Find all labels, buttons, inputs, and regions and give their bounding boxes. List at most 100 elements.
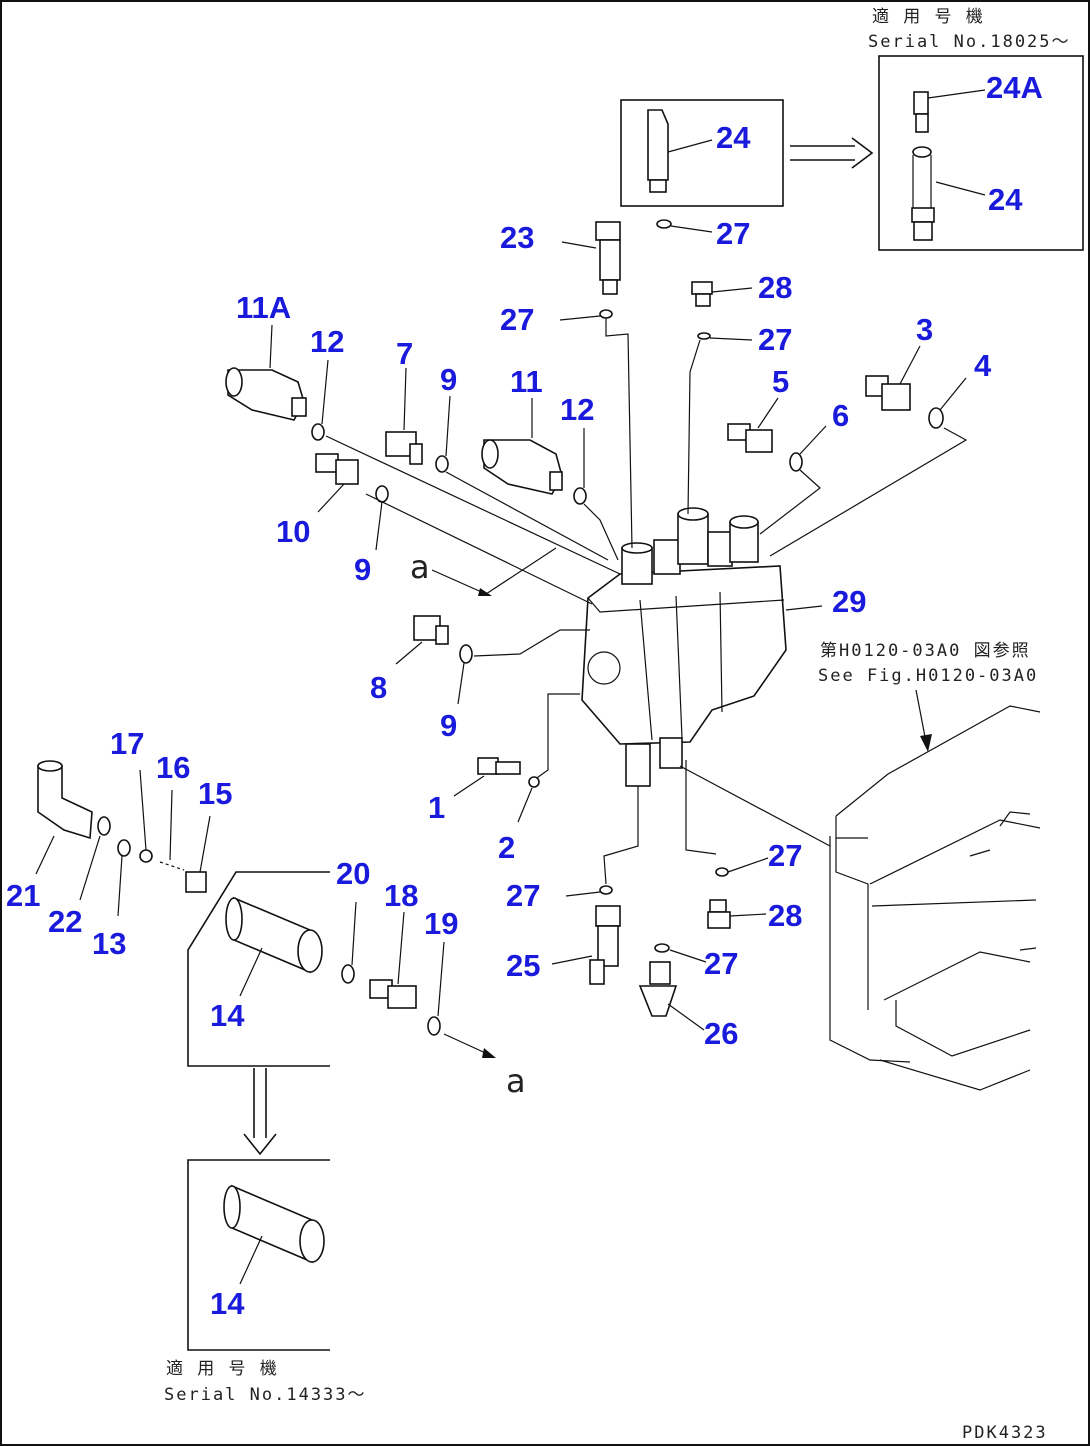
bracket-14-lower (187, 1159, 330, 1351)
callout-29: 29 (832, 584, 866, 619)
part-11-relief-valve (481, 398, 563, 495)
part-26-switch (638, 961, 705, 1031)
callout-12-b: 12 (560, 392, 594, 427)
part-27-oring-e (654, 943, 670, 953)
callout-24-b: 24 (988, 182, 1023, 217)
part-10-fitting (315, 453, 359, 513)
callout-5: 5 (772, 364, 789, 399)
callout-9-c: 9 (440, 708, 457, 743)
part-24-switch-wire (911, 146, 986, 241)
part-2-washer (528, 776, 540, 788)
callout-10: 10 (276, 514, 310, 549)
callout-14-a: 14 (210, 998, 245, 1033)
callout-28-b: 28 (768, 898, 802, 933)
callout-9-b: 9 (354, 552, 371, 587)
part-3-fitting (865, 345, 921, 411)
drawing-code: PDK4323 (962, 1423, 1048, 1443)
marker-a-arrow-upper (431, 569, 492, 596)
part-1-bolt (453, 757, 521, 797)
part-29-control-valve (581, 507, 823, 787)
marker-a-lower: a (506, 1062, 526, 1100)
callout-21: 21 (6, 878, 40, 913)
part-4-oring (928, 407, 944, 429)
applicable-serial-jp-bottom: 適 用 号 機 (166, 1359, 279, 1379)
callout-9-a: 9 (440, 362, 457, 397)
part-19-oring (427, 1016, 441, 1036)
connection-lines (325, 318, 968, 885)
callout-24-a: 24 (716, 120, 751, 155)
part-17-ring (139, 849, 153, 863)
callout-17: 17 (110, 726, 144, 761)
callout-20: 20 (336, 856, 370, 891)
callout-19: 19 (424, 906, 458, 941)
callout-18: 18 (384, 878, 418, 913)
part-27-oring-d (715, 867, 729, 877)
callout-2: 2 (498, 830, 515, 865)
part-12-oring-b (573, 487, 587, 505)
part-12-oring-a (311, 423, 325, 441)
callout-4: 4 (974, 348, 992, 383)
part-24a-sensor (913, 89, 986, 133)
serial-number-top: Serial No.18025〜 (868, 32, 1071, 52)
callout-3: 3 (916, 312, 933, 347)
callout-13: 13 (92, 926, 126, 961)
callout-8: 8 (370, 670, 387, 705)
part-11a-relief-valve (225, 324, 307, 421)
inset-box-top-right (878, 55, 1084, 251)
callout-27-a: 27 (716, 216, 750, 251)
reference-en: See Fig.H0120-03A0 (818, 666, 1038, 686)
callout-28-a: 28 (758, 270, 792, 305)
serial-number-bottom: Serial No.14333〜 (164, 1385, 367, 1405)
callout-16: 16 (156, 750, 190, 785)
part-27-oring-b (697, 332, 711, 340)
part-28-plug-bottom (707, 899, 767, 929)
callout-7: 7 (396, 336, 413, 371)
part-18-fitting (369, 911, 417, 1009)
part-8-plug (395, 615, 449, 665)
down-arrow (243, 1068, 277, 1156)
marker-a-arrow-lower (443, 1033, 496, 1058)
callout-6: 6 (832, 398, 849, 433)
part-14-sleeve-upper (225, 896, 323, 997)
callout-22: 22 (48, 904, 82, 939)
part-27-oring-c (599, 885, 613, 895)
callout-25: 25 (506, 948, 540, 983)
callout-27-c: 27 (758, 322, 792, 357)
machine-frame-outline (829, 705, 1041, 1091)
part-5-fitting (727, 397, 779, 453)
part-28-plug-top (691, 281, 753, 307)
callout-labels: 1 2 3 4 5 6 7 8 9 9 9 10 11 11A 12 12 13… (6, 70, 1043, 1321)
part-6-oring (789, 452, 803, 472)
callout-15: 15 (198, 776, 232, 811)
part-20-oring (341, 964, 355, 984)
inset-box-24 (620, 99, 784, 207)
bracket-14-upper (187, 871, 330, 1067)
part-9-oring-a (435, 455, 449, 473)
part-21-elbow (35, 760, 93, 875)
part-14-sleeve-lower (223, 1184, 325, 1285)
applicable-serial-jp-top: 適 用 号 機 (872, 7, 985, 27)
part-25-sensor (551, 905, 621, 985)
part-23-switch (561, 221, 621, 295)
callout-1: 1 (428, 790, 445, 825)
part-7-plug (385, 367, 423, 465)
callout-12-a: 12 (310, 324, 344, 359)
part-15-plug (185, 815, 211, 893)
part-27-oring-top (656, 219, 672, 229)
callout-27-d: 27 (768, 838, 802, 873)
callout-27-f: 27 (704, 946, 738, 981)
part-22-oring (97, 816, 111, 836)
part-13-washer (117, 839, 131, 857)
callout-14-b: 14 (210, 1286, 245, 1321)
callout-26: 26 (704, 1016, 738, 1051)
part-9-oring-c (459, 644, 473, 664)
part-27-oring-a (599, 309, 613, 319)
inset-arrow (790, 137, 874, 169)
callout-27-e: 27 (506, 878, 540, 913)
marker-a-upper: a (410, 548, 430, 586)
callout-23: 23 (500, 220, 534, 255)
part-24-pressure-switch (647, 109, 713, 193)
callout-11a: 11A (236, 290, 291, 325)
